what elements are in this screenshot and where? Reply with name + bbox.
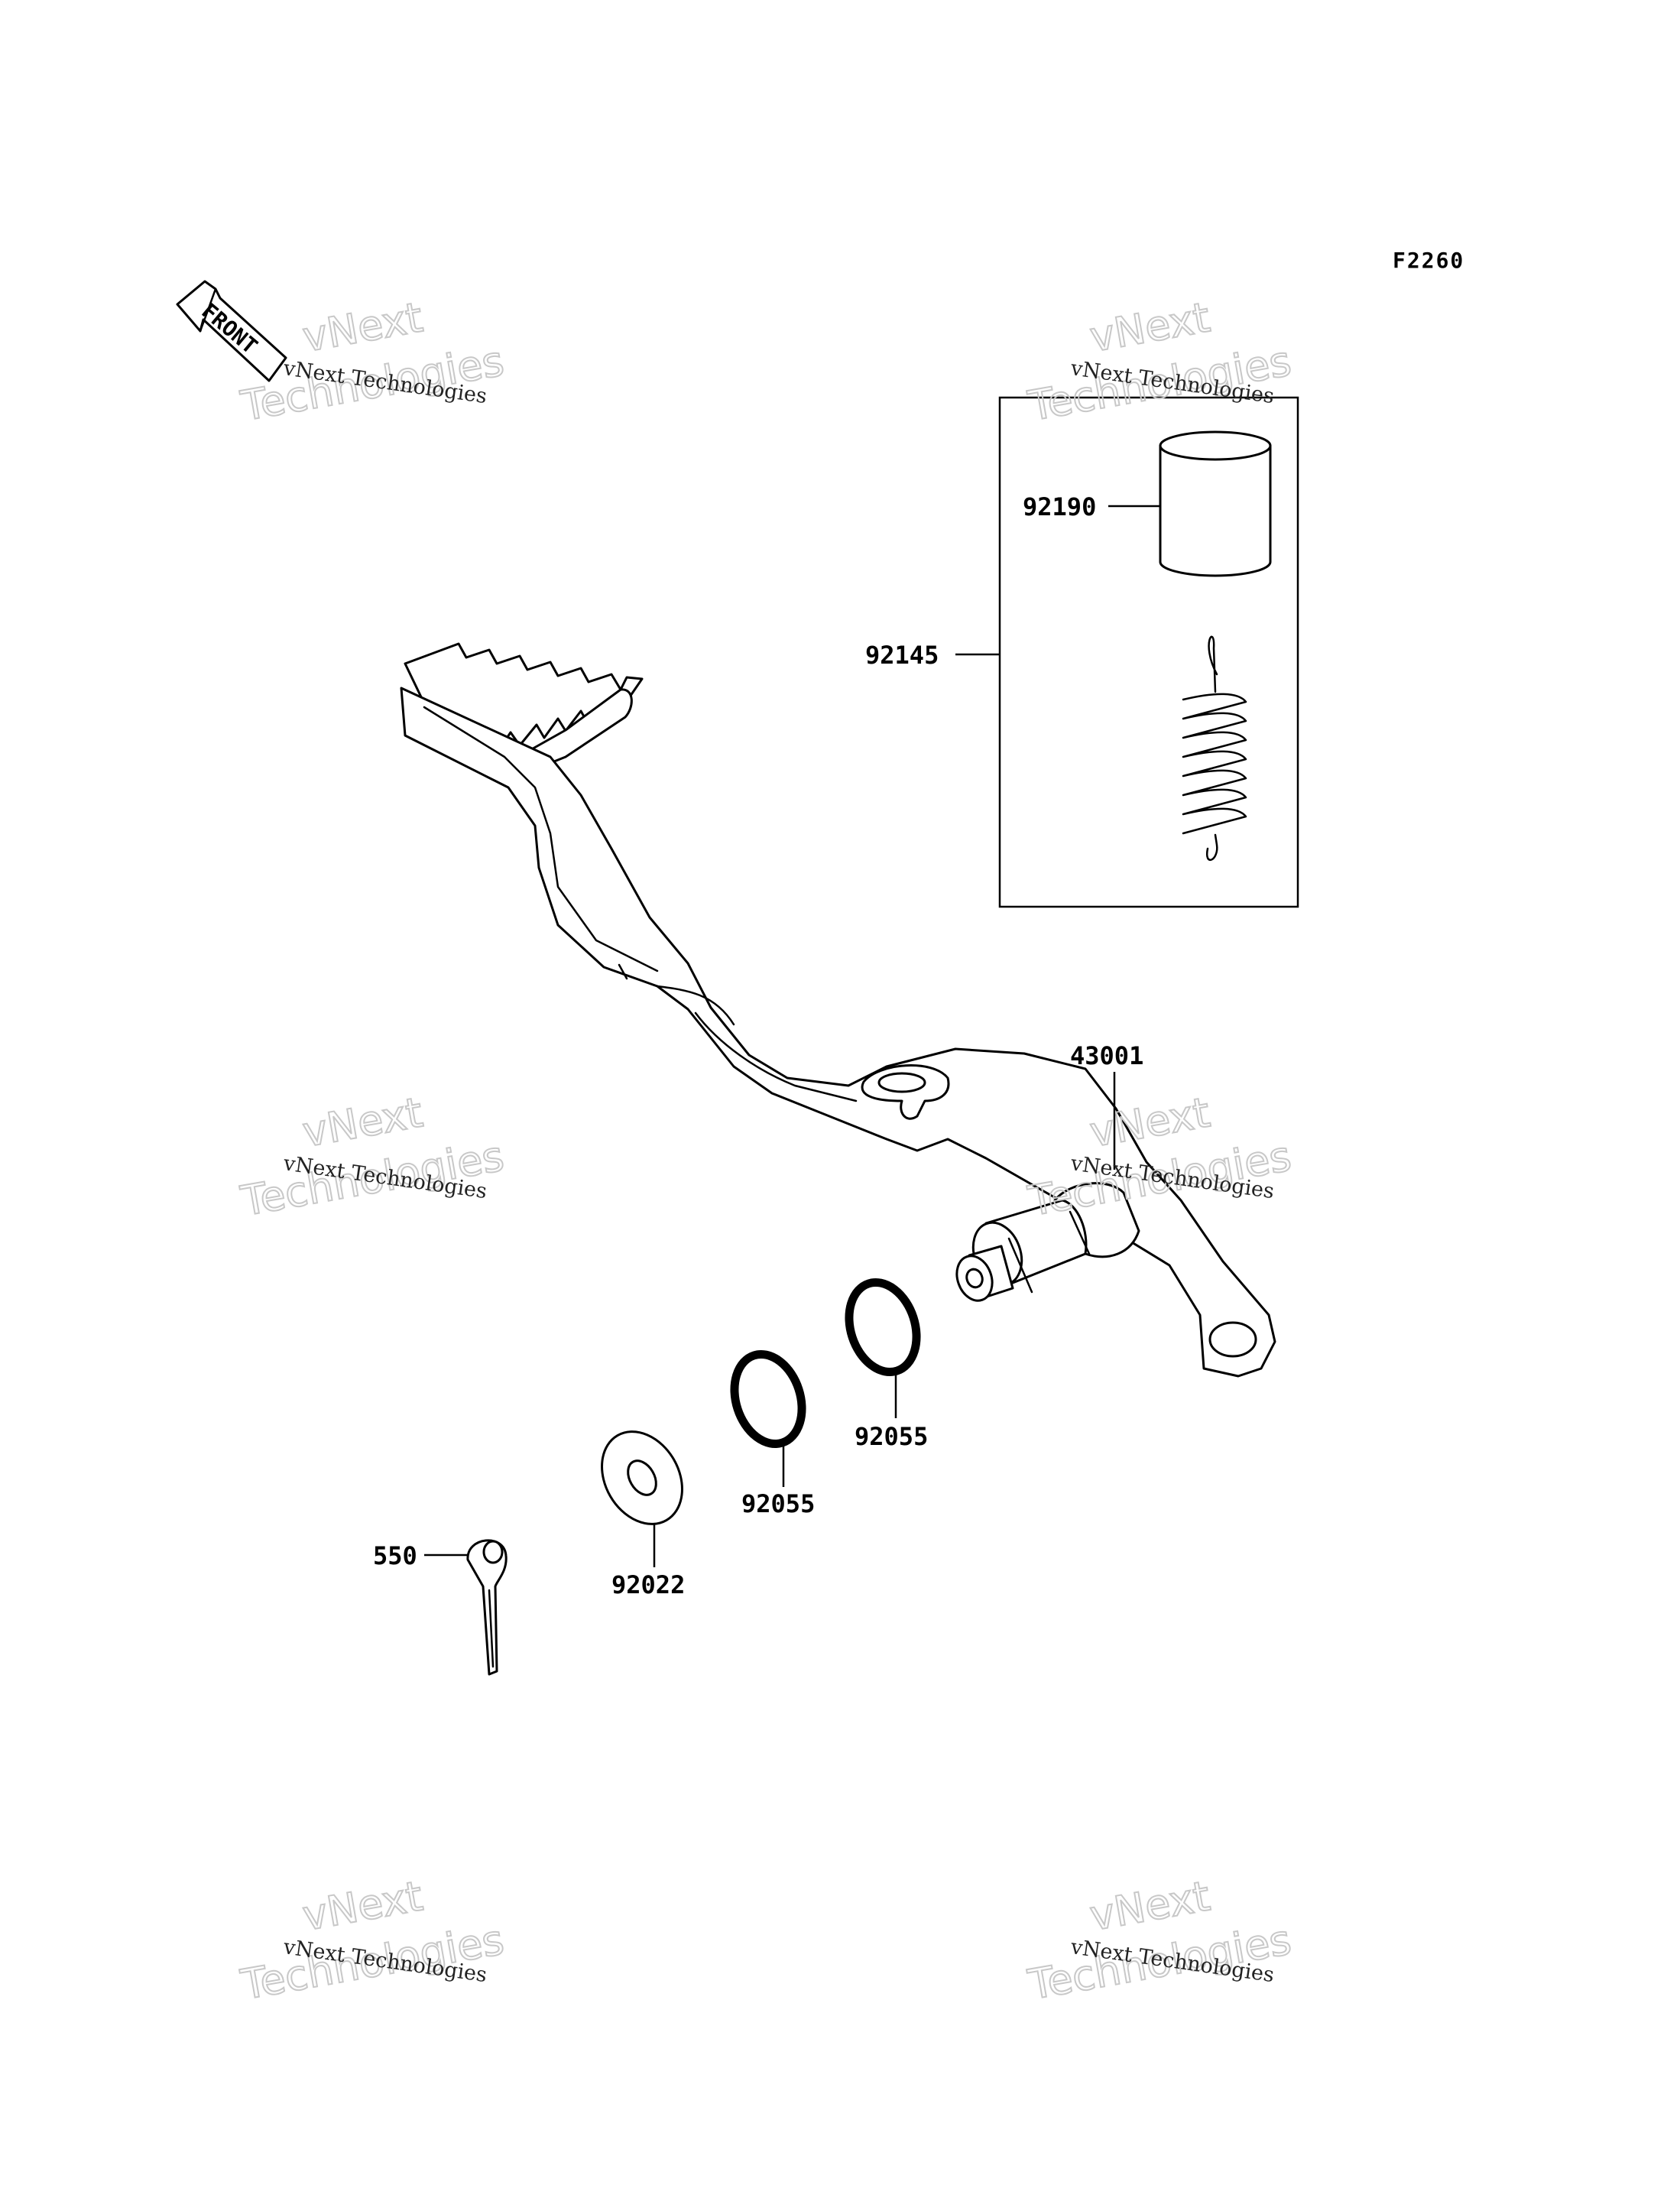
watermark: vNext Technologies vNext Technologies <box>236 1087 508 1226</box>
label-92022: 92022 <box>611 1570 685 1599</box>
brake-pedal-43001 <box>400 642 1276 1378</box>
spring-icon <box>1182 635 1247 862</box>
label-92190: 92190 <box>1023 492 1096 521</box>
label-92145: 92145 <box>865 641 939 670</box>
watermark: vNext Technologies vNext Technologies <box>1023 292 1296 431</box>
svg-text:vNext: vNext <box>299 1872 426 1940</box>
bushing-92190: 92190 <box>1023 430 1272 577</box>
o-ring-92055-lower <box>730 1349 806 1449</box>
svg-text:vNext: vNext <box>299 1088 426 1156</box>
label-92055-lower: 92055 <box>741 1489 815 1518</box>
kit-box <box>998 396 1299 908</box>
front-arrow-icon: FRONT <box>176 280 287 382</box>
label-550: 550 <box>373 1541 417 1570</box>
washer-92022 <box>601 1430 683 1525</box>
cotter-pin-icon <box>466 1539 508 1676</box>
watermark: vNext Technologies vNext Technologies <box>1023 1871 1296 2010</box>
svg-text:vNext: vNext <box>1086 1872 1213 1940</box>
figure-id: F2260 <box>1393 248 1464 273</box>
label-43001: 43001 <box>1070 1041 1143 1070</box>
svg-text:vNext: vNext <box>1086 293 1213 361</box>
label-92055-upper: 92055 <box>855 1422 928 1451</box>
o-ring-92055-upper <box>845 1278 921 1377</box>
watermark: vNext Technologies vNext Technologies <box>236 1871 508 2010</box>
svg-text:vNext: vNext <box>299 293 426 361</box>
